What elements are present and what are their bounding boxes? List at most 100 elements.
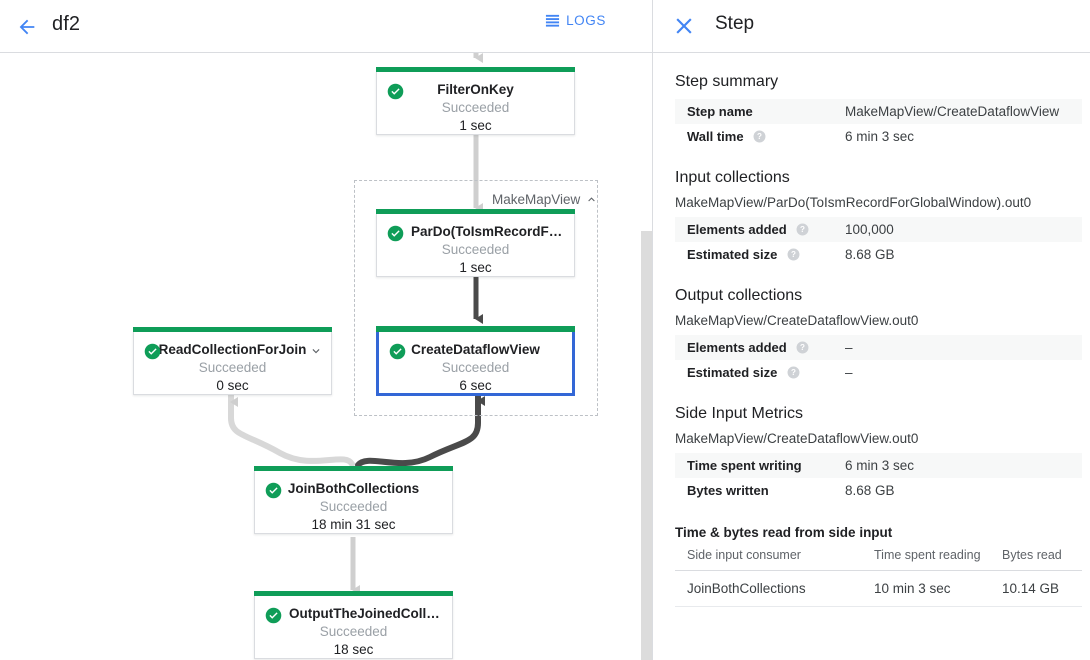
- node-duration: 18 sec: [333, 642, 374, 657]
- row-value: 100,000: [845, 217, 1082, 242]
- svg-text:?: ?: [757, 132, 762, 141]
- table-row: Estimated size ? 8.68 GB: [675, 242, 1082, 267]
- node-title: OutputTheJoinedCollec…: [289, 606, 444, 621]
- node-status: Succeeded: [441, 242, 510, 257]
- node-status: Succeeded: [319, 624, 388, 639]
- check-circle-icon: [387, 225, 404, 242]
- help-icon[interactable]: ?: [787, 248, 800, 261]
- row-key-label: Wall time: [687, 129, 744, 144]
- help-icon[interactable]: ?: [753, 130, 766, 143]
- svg-text:?: ?: [800, 225, 805, 234]
- row-key-label: Estimated size: [687, 365, 778, 380]
- graph-edges: [228, 53, 485, 595]
- check-circle-icon: [265, 607, 282, 624]
- group-label-text: MakeMapView: [492, 192, 581, 207]
- composite-group-makemapview[interactable]: [354, 180, 598, 416]
- app-topbar: df2 LOGS: [0, 0, 653, 53]
- table-row: Time spent writing 6 min 3 sec: [675, 453, 1082, 478]
- row-key: Estimated size ?: [675, 360, 845, 385]
- step-panel-header: Step: [653, 0, 1090, 53]
- graph-node-pardo-toismrecord[interactable]: ParDo(ToIsmRecordFor… Succeeded 1 sec: [376, 209, 575, 277]
- input-collections-table: Elements added ? 100,000 Estimated size …: [675, 217, 1082, 267]
- row-key: Estimated size ?: [675, 242, 845, 267]
- node-title: ReadCollectionForJoin: [158, 342, 307, 357]
- step-summary-heading: Step summary: [675, 73, 779, 90]
- node-duration: 1 sec: [459, 260, 492, 275]
- node-status: Succeeded: [198, 360, 267, 375]
- svg-text:?: ?: [791, 368, 796, 377]
- graph-vertical-scrollbar[interactable]: [641, 231, 652, 660]
- pane-divider: [652, 0, 653, 660]
- page-title: df2: [52, 13, 81, 35]
- row-value: 6 min 3 sec: [845, 453, 1082, 478]
- pipeline-graph-canvas[interactable]: MakeMapView FilterOnKey Succeeded 1 sec: [0, 53, 653, 660]
- graph-node-read-collection-for-join[interactable]: ReadCollectionForJoin Succeeded 0 sec: [133, 327, 332, 395]
- side-input-metrics-table: Time spent writing 6 min 3 sec Bytes wri…: [675, 453, 1082, 503]
- step-panel-title: Step: [715, 13, 755, 34]
- back-arrow-icon[interactable]: [10, 10, 44, 44]
- table-header-row: Side input consumer Time spent reading B…: [675, 544, 1082, 571]
- column-header-time: Time spent reading: [874, 544, 1002, 571]
- input-collection-name: MakeMapView/ParDo(ToIsmRecordForGlobalWi…: [675, 195, 1032, 210]
- check-circle-icon: [389, 343, 406, 360]
- logs-lines-icon: [546, 14, 560, 27]
- job-graph-pane: df2 LOGS: [0, 0, 653, 660]
- svg-text:?: ?: [791, 250, 796, 259]
- row-key-label: Elements added: [687, 222, 787, 237]
- group-collapse-toggle[interactable]: MakeMapView: [492, 192, 598, 207]
- check-circle-icon: [144, 343, 161, 360]
- node-status-bar: [376, 67, 575, 72]
- svg-text:?: ?: [800, 343, 805, 352]
- node-status: Succeeded: [441, 100, 510, 115]
- graph-node-create-dataflow-view[interactable]: CreateDataflowView Succeeded 6 sec: [376, 326, 575, 396]
- table-row: Bytes written 8.68 GB: [675, 478, 1082, 503]
- graph-node-output-the-joined-collection[interactable]: OutputTheJoinedCollec… Succeeded 18 sec: [254, 591, 453, 659]
- row-value: 8.68 GB: [845, 247, 895, 262]
- close-icon[interactable]: [671, 13, 697, 39]
- help-icon[interactable]: ?: [787, 366, 800, 379]
- cell-consumer: JoinBothCollections: [675, 570, 874, 607]
- check-circle-icon: [265, 482, 282, 499]
- row-value: –: [845, 365, 853, 380]
- row-value: –: [845, 335, 1082, 360]
- node-duration: 1 sec: [459, 118, 492, 133]
- side-input-metrics-heading: Side Input Metrics: [675, 405, 804, 422]
- node-status-bar: [133, 327, 332, 332]
- help-icon[interactable]: ?: [796, 223, 809, 236]
- row-key-label: Elements added: [687, 340, 787, 355]
- step-panel-body: Step summary Step name MakeMapView/Creat…: [653, 73, 1090, 607]
- table-row: Estimated size ? –: [675, 360, 1082, 385]
- table-row: Elements added ? 100,000: [675, 217, 1082, 242]
- row-value: MakeMapView/CreateDataflowView: [845, 99, 1082, 124]
- column-header-consumer: Side input consumer: [675, 544, 874, 571]
- row-key: Elements added ?: [675, 217, 845, 242]
- side-input-read-table: Side input consumer Time spent reading B…: [675, 544, 1082, 607]
- cell-time: 10 min 3 sec: [874, 570, 1002, 607]
- node-status-bar: [254, 591, 453, 596]
- chevron-down-icon[interactable]: [309, 344, 323, 358]
- arrow-left-icon: [19, 19, 35, 35]
- node-title: FilterOnKey: [437, 82, 514, 97]
- graph-node-filter-on-key[interactable]: FilterOnKey Succeeded 1 sec: [376, 67, 575, 135]
- node-title: ParDo(ToIsmRecordFor…: [411, 224, 566, 239]
- row-value: 8.68 GB: [845, 483, 895, 498]
- cell-bytes: 10.14 GB: [1002, 570, 1082, 607]
- chevron-up-icon: [588, 197, 596, 202]
- node-status: Succeeded: [319, 499, 388, 514]
- table-row[interactable]: JoinBothCollections 10 min 3 sec 10.14 G…: [675, 570, 1082, 607]
- step-summary-table: Step name MakeMapView/CreateDataflowView…: [675, 99, 1082, 149]
- node-duration: 18 min 31 sec: [311, 517, 396, 532]
- graph-node-join-both-collections[interactable]: JoinBothCollections Succeeded 18 min 31 …: [254, 466, 453, 534]
- row-key-label: Estimated size: [687, 247, 778, 262]
- check-circle-icon: [387, 83, 404, 100]
- output-collections-table: Elements added ? – Estimated size ?: [675, 335, 1082, 385]
- node-duration: 0 sec: [216, 378, 249, 393]
- node-status-bar: [376, 326, 575, 332]
- node-title: JoinBothCollections: [287, 481, 420, 496]
- help-icon[interactable]: ?: [796, 341, 809, 354]
- step-details-panel: Step Step summary Step name MakeMapView/…: [653, 0, 1090, 660]
- logs-button[interactable]: LOGS: [545, 13, 606, 28]
- row-key: Wall time ?: [675, 124, 845, 149]
- row-value: 6 min 3 sec: [845, 129, 915, 144]
- output-collection-name: MakeMapView/CreateDataflowView.out0: [675, 313, 919, 328]
